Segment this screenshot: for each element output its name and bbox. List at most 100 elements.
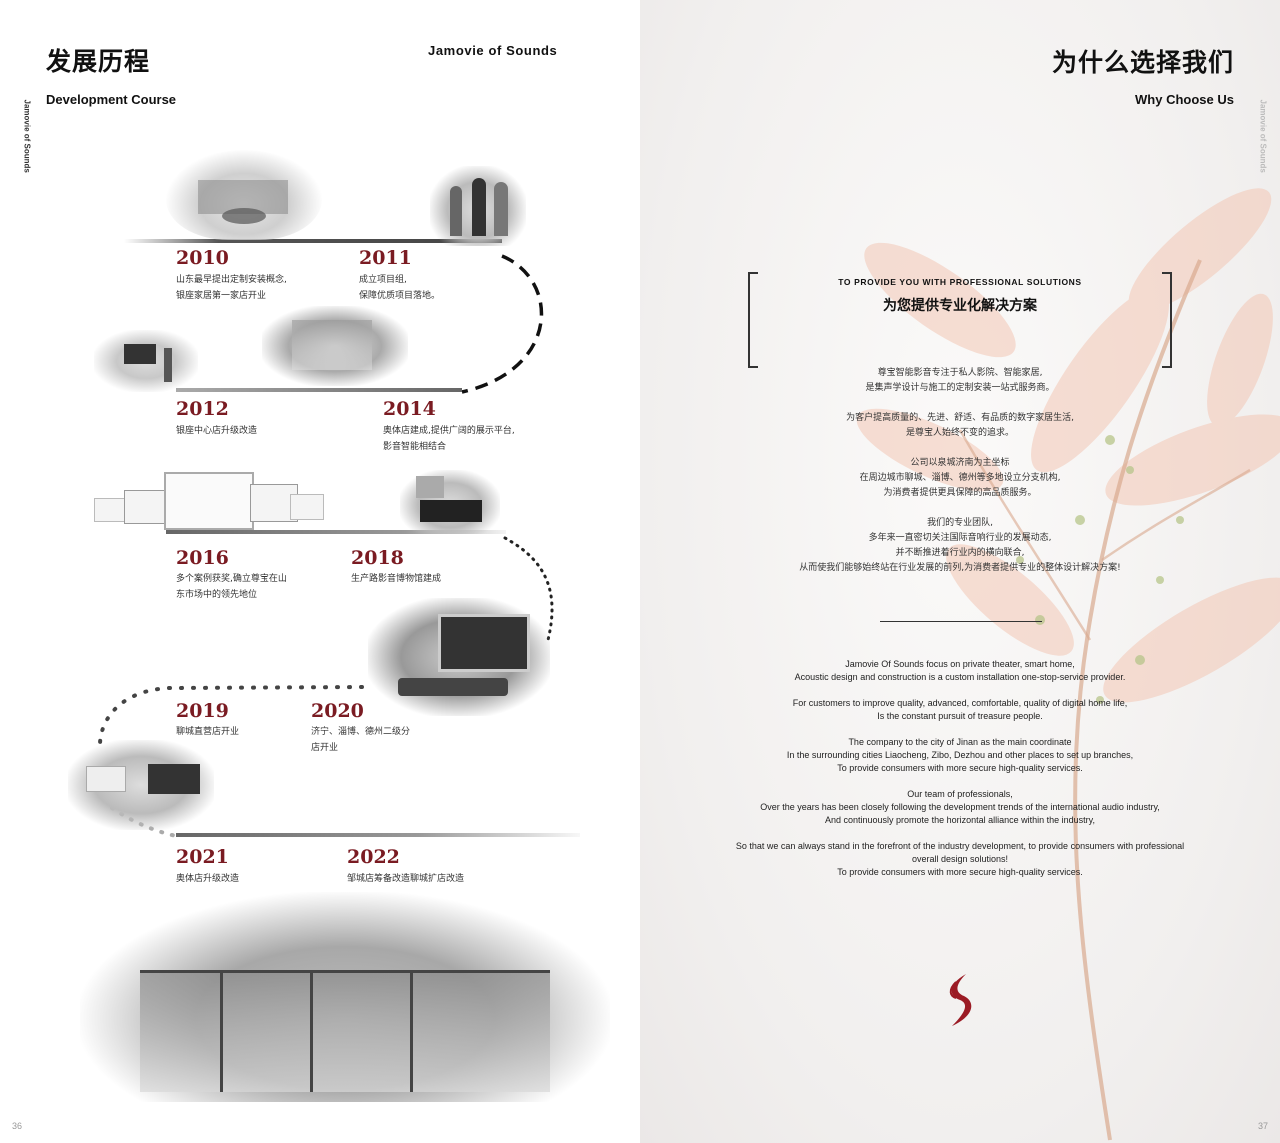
year-2021: 2021 [176,846,229,868]
desc-line: 银座家居第一家店开业 [176,291,267,301]
text-line: Jamovie Of Sounds focus on private theat… [845,659,1075,669]
desc-2016: 多个案例获奖,确立尊宝在山 东市场中的领先地位 [176,571,326,603]
plant-illustration [856,188,1280,1141]
text-line: 多年来一直密切关注国际音响行业的发展动态, [868,533,1052,543]
photo-2019-store [68,740,214,830]
year-2012: 2012 [176,398,229,420]
photo-2020-theater [368,598,550,716]
timeline-bar-4 [176,833,580,837]
page-number-right: 37 [1257,1121,1268,1131]
photo-2011-team [430,166,526,246]
intro-en-paragraph: The company to the city of Jinan as the … [710,736,1210,775]
text-line: Over the years has been closely followin… [760,802,1160,812]
right-page: 为什么选择我们 Why Choose Us Jamovie of Sounds … [640,0,1280,1143]
connector-2018-photo [503,536,554,642]
desc-2019: 聊城直营店开业 [176,724,326,740]
page-number-left: 36 [12,1121,23,1131]
photo-2018-museum [400,470,500,534]
desc-2010: 山东最早提出定制安装概念, 银座家居第一家店开业 [176,272,326,304]
desc-line: 影音智能相结合 [383,442,447,452]
text-line: And continuously promote the horizontal … [825,815,1095,825]
intro-en-paragraph: Our team of professionals, Over the year… [710,788,1210,827]
intro-en-paragraph: So that we can always stand in the foref… [710,840,1210,879]
year-2019: 2019 [176,700,229,722]
photo-2012-store [94,330,198,392]
desc-line: 邹城店筹备改造聊城扩店改造 [347,874,465,884]
desc-line: 银座中心店升级改造 [176,426,258,436]
year-2018: 2018 [351,547,404,569]
year-2022: 2022 [347,846,400,868]
page-title-en: Development Course [46,92,177,107]
year-2011: 2011 [359,247,412,269]
photo-2010-showroom [166,150,322,240]
text-line: overall design solutions! [911,854,1009,864]
text-line: 公司以泉城济南为主坐标 [910,458,1010,468]
connector-2011-2014 [461,254,544,394]
intro-cn-paragraph: 尊宝智能影音专注于私人影院、智能家居, 是集声学设计与施工的定制安装一站式服务商… [700,366,1220,396]
desc-line: 生产路影音博物馆建成 [351,574,442,584]
year-2014: 2014 [383,398,436,420]
page-title-en-right: Why Choose Us [1135,92,1234,107]
desc-line: 奥体店建成,提供广阔的展示平台, [383,426,515,436]
side-brand-right: Jamovie of Sounds [1246,100,1276,182]
year-2020: 2020 [311,700,364,722]
text-line: 为消费者提供更具保障的高品质服务。 [883,488,1037,498]
photo-2016-certificates [94,470,328,534]
text-line: 是集声学设计与施工的定制安装一站式服务商。 [865,383,1055,393]
desc-line: 成立项目组, [359,275,407,285]
intro-en-paragraph: For customers to improve quality, advanc… [710,697,1210,723]
text-line: Acoustic design and construction is a cu… [794,672,1126,682]
page-title-cn-right: 为什么选择我们 [1051,48,1234,77]
intro-en-paragraph: Jamovie Of Sounds focus on private theat… [710,658,1210,684]
desc-line: 山东最早提出定制安装概念, [176,275,287,285]
intro-cn-paragraph: 为客户提高质量的、先进、舒适、有品质的数字家居生活, 是尊宝人始终不变的追求。 [700,411,1220,441]
photo-2014-hall [262,306,408,386]
text-line: Our team of professionals, [907,789,1013,799]
page-title-cn: 发展历程 [46,47,151,76]
slogan-cn: 为您提供专业化解决方案 [883,298,1037,314]
text-line: 我们的专业团队, [927,518,993,528]
text-line: 是尊宝人始终不变的追求。 [905,428,1014,438]
text-line: For customers to improve quality, advanc… [792,698,1128,708]
desc-line: 聊城直营店开业 [176,727,240,737]
text-line: 并不断推进着行业内的横向联合, [895,548,1025,558]
text-line: 在周边城市聊城、淄博、德州等多地设立分支机构, [859,473,1061,483]
left-page: 发展历程 Development Course Jamovie of Sound… [12,43,610,1131]
text-line: In the surrounding cities Liaocheng, Zib… [786,750,1134,760]
desc-2018: 生产路影音博物馆建成 [351,571,501,587]
desc-line: 店开业 [311,743,339,753]
desc-line: 济宁、淄博、德州二级分 [311,727,411,737]
text-line: The company to the city of Jinan as the … [848,737,1072,747]
brand-logo-icon [949,974,972,1026]
intro-cn-paragraph: 公司以泉城济南为主坐标 在周边城市聊城、淄博、德州等多地设立分支机构, 为消费者… [700,456,1220,501]
text-line: 从而使我们能够始终站在行业发展的前列,为消费者提供专业的整体设计解决方案! [799,563,1121,573]
text-line: To provide consumers with more secure hi… [837,763,1083,773]
side-brand-right-text: Jamovie of Sounds [1258,99,1268,173]
text-line: Is the constant pursuit of treasure peop… [877,711,1043,721]
desc-2014: 奥体店建成,提供广阔的展示平台, 影音智能相结合 [383,423,563,455]
intro-en: Jamovie Of Sounds focus on private theat… [710,658,1210,892]
desc-2020: 济宁、淄博、德州二级分 店开业 [311,724,461,756]
bracket-left [748,272,758,368]
intro-cn-paragraph: 我们的专业团队, 多年来一直密切关注国际音响行业的发展动态, 并不断推进着行业内… [700,516,1220,576]
timeline-bar-1 [124,239,502,243]
timeline-bar-2 [176,388,462,392]
timeline-bar-3 [166,530,506,534]
photo-storefront [80,892,610,1102]
bracket-right [1162,272,1172,368]
intro-cn: 尊宝智能影音专注于私人影院、智能家居, 是集声学设计与施工的定制安装一站式服务商… [700,366,1220,591]
desc-2011: 成立项目组, 保障优质项目落地。 [359,272,509,304]
text-line: 尊宝智能影音专注于私人影院、智能家居, [877,368,1043,378]
slogan-en: TO PROVIDE YOU WITH PROFESSIONAL SOLUTIO… [838,277,1082,287]
text-line: 为客户提高质量的、先进、舒适、有品质的数字家居生活, [846,413,1074,423]
desc-2022: 邹城店筹备改造聊城扩店改造 [347,871,527,887]
section-divider [880,621,1042,622]
brand-header: Jamovie of Sounds [428,43,558,58]
desc-line: 东市场中的领先地位 [176,590,258,600]
text-line: So that we can always stand in the foref… [735,841,1185,851]
text-line: To provide consumers with more secure hi… [837,867,1083,877]
desc-line: 多个案例获奖,确立尊宝在山 [176,574,287,584]
desc-2012: 银座中心店升级改造 [176,423,326,439]
desc-line: 奥体店升级改造 [176,874,240,884]
desc-2021: 奥体店升级改造 [176,871,326,887]
